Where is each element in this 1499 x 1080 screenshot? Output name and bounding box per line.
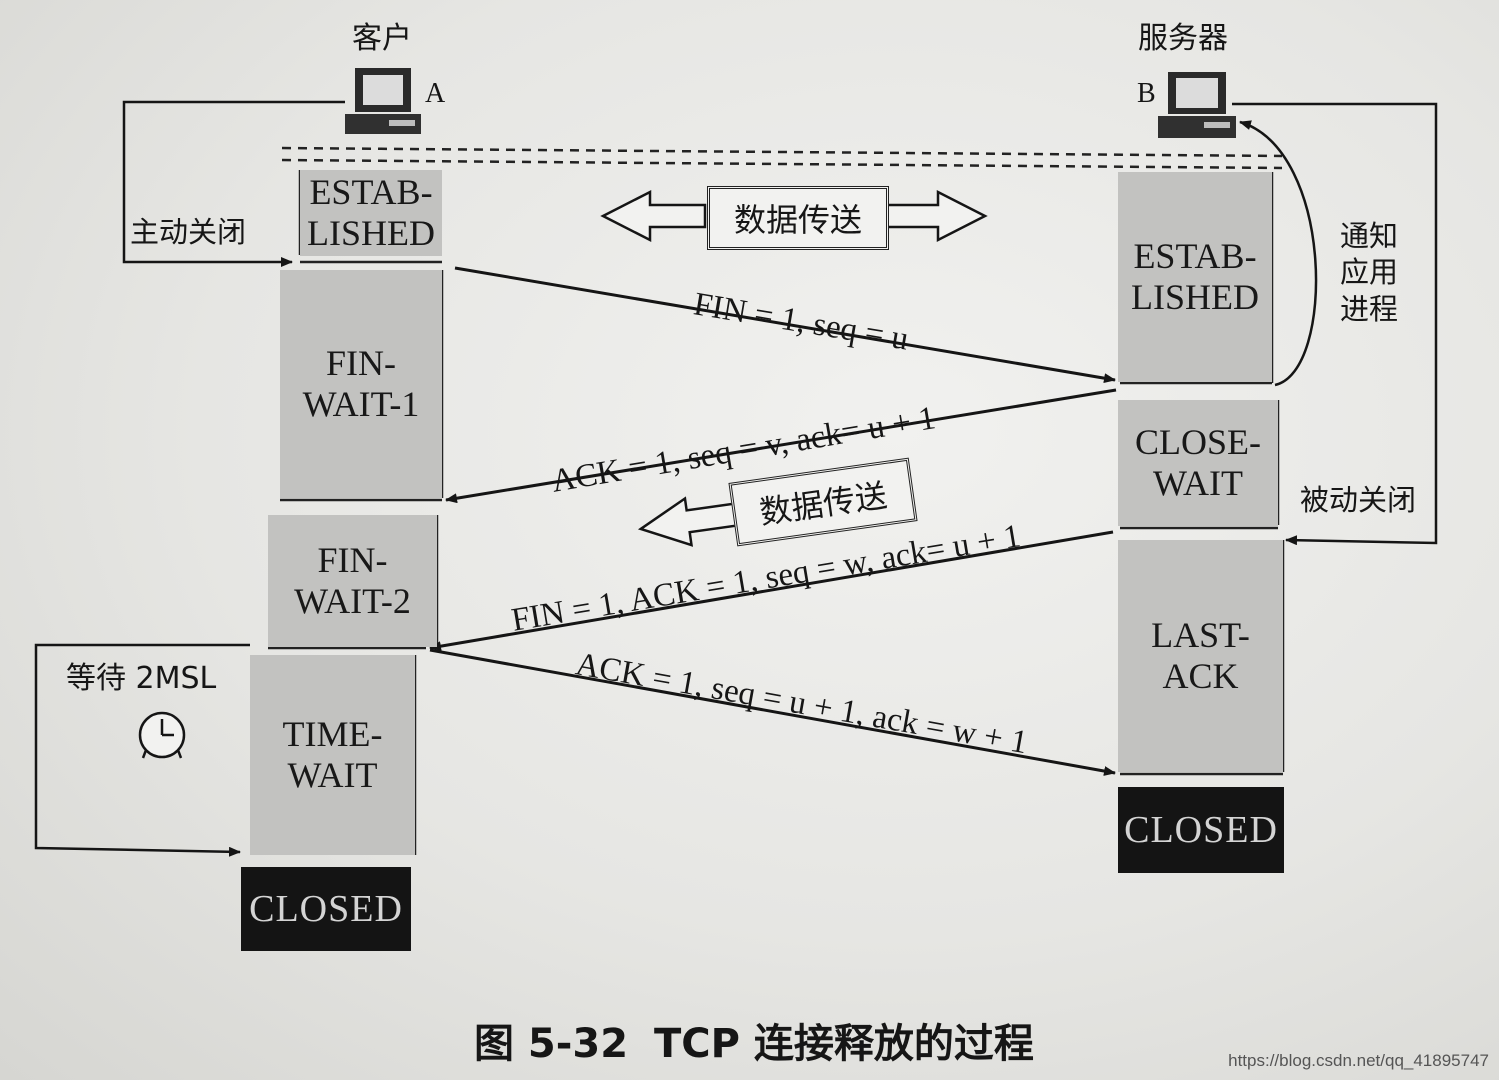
server-label: 服务器: [1138, 21, 1228, 56]
server-state-last-ack: LAST- ACK: [1118, 540, 1283, 772]
active-close-label: 主动关闭: [130, 215, 247, 249]
clock-icon: [138, 711, 186, 759]
passive-close-arrow: [1232, 102, 1438, 546]
msg-arrow-ack-2: [429, 648, 1116, 776]
data-transfer-left-arrow: [637, 496, 741, 547]
client-computer-icon: [345, 68, 421, 134]
client-state-fin-wait-2: FIN- WAIT-2: [268, 515, 437, 647]
notify-app-arrow: [1239, 120, 1318, 387]
client-state-time-wait: TIME- WAIT: [250, 655, 415, 855]
client-state-closed: CLOSED: [241, 867, 411, 951]
data-transfer-box-1: 数据传送: [707, 186, 889, 250]
wait-2msl-arrow: [34, 643, 250, 857]
passive-close-label: 被动关闭: [1300, 483, 1417, 517]
server-state-closed: CLOSED: [1118, 787, 1284, 873]
network-line-bottom: [281, 158, 1283, 170]
network-line-top: [281, 146, 1283, 158]
client-label: 客户: [352, 21, 412, 56]
msg-arrow-fin-1: [454, 266, 1116, 384]
msg-arrow-ack-1: [445, 388, 1117, 504]
client-state-fin-wait-1: FIN- WAIT-1: [280, 270, 442, 498]
server-state-close-wait: CLOSE- WAIT: [1118, 400, 1278, 526]
client-state-established: ESTAB- LISHED: [300, 170, 442, 256]
server-letter: B: [1137, 78, 1156, 109]
wait-2msl-label: 等待 2MSL: [66, 661, 217, 696]
client-letter: A: [425, 78, 446, 109]
server-computer-icon: [1158, 72, 1236, 138]
msg-arrow-fin-2: [429, 530, 1114, 652]
figure-number: 图 5-32: [474, 1021, 629, 1067]
notify-app-label: 通知 应用 进程: [1340, 219, 1399, 326]
watermark-url: https://blog.csdn.net/qq_41895747: [1228, 1051, 1489, 1070]
server-state-established: ESTAB- LISHED: [1118, 172, 1272, 382]
figure-title: TCP 连接释放的过程: [654, 1021, 1034, 1067]
active-close-arrow: [122, 100, 345, 267]
